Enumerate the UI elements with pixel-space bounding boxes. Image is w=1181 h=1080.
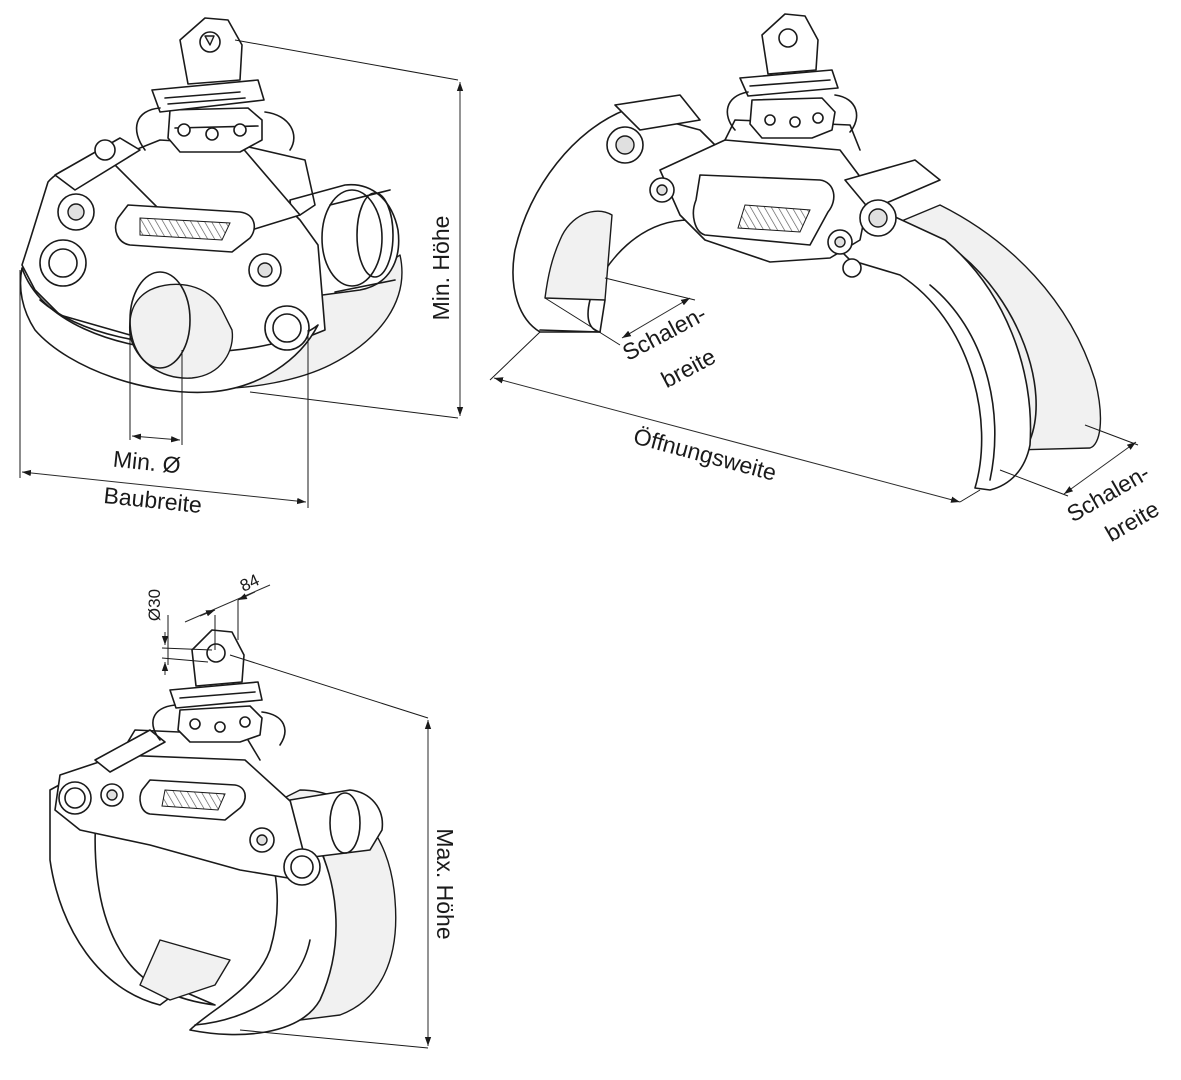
grapple-open-view (512, 13, 1102, 491)
dimensions-max-height-view (161, 584, 432, 1049)
grapple-closed-view (19, 17, 403, 394)
rotator-diameter-label: Ø30 (145, 589, 164, 621)
min-hoehe-label: Min. Höhe (428, 216, 454, 321)
grapple-max-height-view (49, 629, 397, 1036)
schalenbreite-label-1b: breite (657, 343, 720, 393)
dimensions-open-view (489, 277, 1139, 503)
oeffnungsweite-label: Öffnungsweite (631, 423, 779, 486)
baubreite-label: Baubreite (103, 482, 204, 518)
dimensions-closed-view (19, 39, 464, 508)
min-diameter-label: Min. Ø (112, 446, 182, 479)
max-hoehe-label: Max. Höhe (432, 828, 458, 939)
rotator-width-label: 84 (237, 570, 262, 595)
